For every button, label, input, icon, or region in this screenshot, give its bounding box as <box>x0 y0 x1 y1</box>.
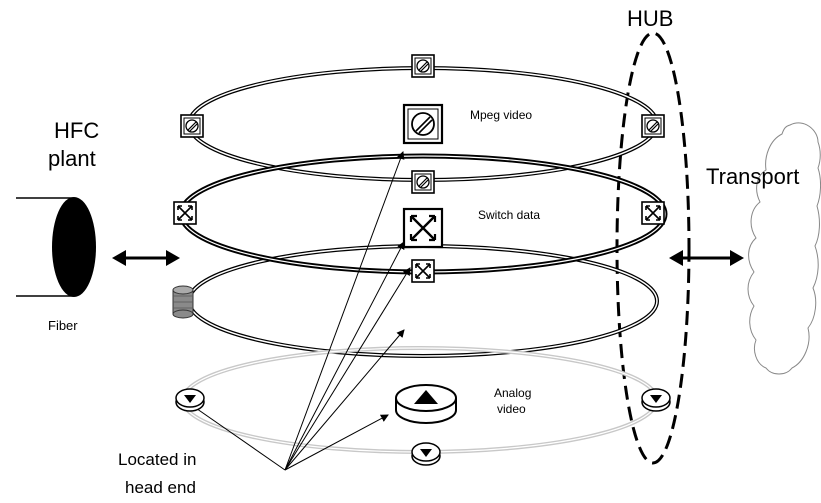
analog-node-left-icon <box>175 388 205 412</box>
hub-label: HUB <box>627 6 674 31</box>
mpeg-node-right-icon <box>641 114 665 138</box>
pointer-to-mpeg <box>284 151 405 471</box>
transport-double-arrow <box>669 250 744 266</box>
pointer-to-analog <box>284 414 389 471</box>
located-label-line2: head end <box>125 478 196 497</box>
hfc-label-line1: HFC <box>54 118 100 143</box>
fiber-cable-icon <box>16 197 96 297</box>
hfc-label-line2: plant <box>48 146 96 171</box>
storage-icon <box>172 285 194 319</box>
switch-data-label: Switch data <box>478 208 541 222</box>
hfc-double-arrow <box>112 250 180 266</box>
analog-node-bottom-icon <box>411 442 441 466</box>
switch-node-bottom-icon <box>411 259 435 283</box>
located-label-line1: Located in <box>118 450 197 469</box>
analog-label-line2: video <box>497 402 526 416</box>
switch-icon <box>402 207 444 249</box>
mpeg-node-top-icon <box>411 54 435 78</box>
analog-node-right-icon <box>641 388 671 412</box>
pointer-to-lower-center <box>284 329 405 471</box>
switch-node-right-icon <box>641 201 665 225</box>
pointer-lines <box>189 151 411 471</box>
fiber-label: Fiber <box>48 318 78 333</box>
cloud-icon <box>747 122 821 375</box>
mpeg-node-bottom-icon <box>411 170 435 194</box>
mpeg-video-label: Mpeg video <box>470 108 533 122</box>
analog-headend-icon <box>395 384 457 424</box>
transport-label: Transport <box>706 164 800 189</box>
mpeg-node-left-icon <box>180 114 204 138</box>
analog-label-line1: Analog <box>494 386 532 400</box>
switch-node-left-icon <box>173 201 197 225</box>
pointer-to-switch <box>284 241 405 471</box>
pointer-to-lower-ring <box>284 267 411 471</box>
pointer-to-left-node <box>189 403 286 471</box>
video-server-icon <box>402 103 444 145</box>
